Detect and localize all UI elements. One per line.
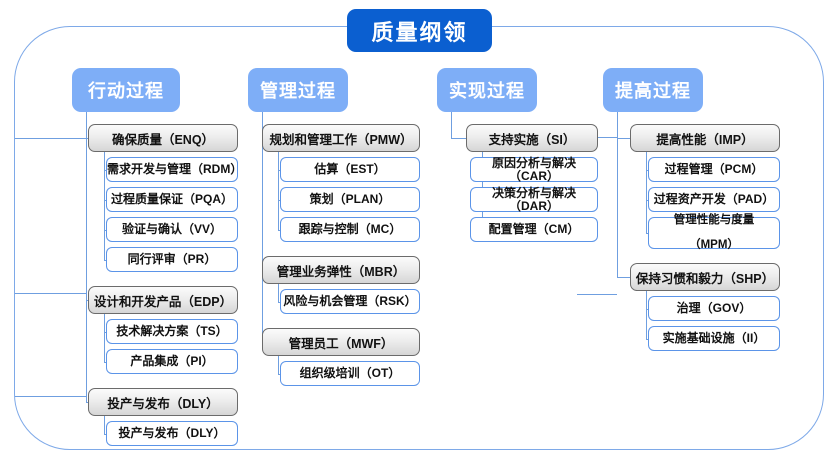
connector-horizontal (278, 373, 280, 375)
group-box-投产与发布DLY[interactable]: 投产与发布（DLY） (88, 388, 238, 416)
root-title: 质量纲领 (347, 9, 492, 52)
connector-horizontal (577, 294, 617, 296)
leaf-box-实施基础设施II[interactable]: 实施基础设施（II） (648, 326, 780, 351)
column-header-1[interactable]: 行动过程 (72, 68, 180, 112)
connector-vertical (104, 314, 106, 362)
leaf-box-产品集成PI[interactable]: 产品集成（PI） (106, 349, 238, 374)
leaf-box-跟踪与控制MC[interactable]: 跟踪与控制（MC） (280, 217, 420, 242)
connector-vertical (646, 291, 648, 339)
leaf-box-原因分析与解决CAR[interactable]: 原因分析与解决（CAR） (470, 156, 598, 182)
leaf-box-技术解决方案TS[interactable]: 技术解决方案（TS） (106, 319, 238, 344)
leaf-box-过程管理PCM[interactable]: 过程管理（PCM） (648, 157, 780, 182)
connector-horizontal (15, 293, 86, 295)
connector-vertical (104, 416, 106, 434)
group-box-确保质量ENQ[interactable]: 确保质量（ENQ） (88, 124, 238, 152)
connector-horizontal (104, 433, 106, 435)
connector-horizontal (104, 259, 106, 261)
leaf-box-同行评审PR[interactable]: 同行评审（PR） (106, 247, 238, 272)
leaf-box-过程资产开发PAD[interactable]: 过程资产开发（PAD） (648, 187, 780, 212)
connector-vertical (617, 112, 619, 277)
group-box-规划和管理工作PMW[interactable]: 规划和管理工作（PMW） (262, 124, 420, 152)
connector-vertical (646, 152, 648, 233)
connector-horizontal (104, 361, 106, 363)
connector-horizontal (278, 229, 280, 231)
group-box-设计和开发产品EDP[interactable]: 设计和开发产品（EDP） (88, 286, 238, 314)
leaf-box-配置管理CM[interactable]: 配置管理（CM） (470, 217, 598, 242)
connector-vertical (104, 152, 106, 260)
leaf-box-过程质量保证PQA[interactable]: 过程质量保证（PQA） (106, 187, 238, 212)
leaf-box-组织级培训OT[interactable]: 组织级培训（OT） (280, 361, 420, 386)
leaf-box-估算EST[interactable]: 估算（EST） (280, 157, 420, 182)
connector-horizontal (15, 138, 86, 140)
connector-vertical (86, 112, 88, 402)
group-box-管理业务弹性MBR[interactable]: 管理业务弹性（MBR） (262, 256, 420, 284)
connector-vertical (278, 152, 280, 230)
leaf-line: 管理性能与度量 (673, 214, 755, 227)
group-box-保持习惯和毅力SHP[interactable]: 保持习惯和毅力（SHP） (630, 263, 780, 291)
leaf-box-决策分析与解决DAR[interactable]: 决策分析与解决（DAR） (470, 186, 598, 212)
leaf-box-需求开发与管理RDM[interactable]: 需求开发与管理（RDM） (106, 157, 242, 182)
leaf-line: （MPM） (689, 239, 739, 252)
connector-vertical (451, 112, 453, 138)
column-header-4[interactable]: 提高过程 (603, 68, 703, 112)
group-box-管理员工MWF[interactable]: 管理员工（MWF） (262, 328, 420, 356)
connector-horizontal (15, 396, 86, 398)
group-box-提高性能IMP[interactable]: 提高性能（IMP） (630, 124, 780, 152)
leaf-box-治理GOV[interactable]: 治理（GOV） (648, 296, 780, 321)
leaf-box-投产与发布DLY[interactable]: 投产与发布（DLY） (106, 421, 238, 446)
connector-horizontal (86, 402, 88, 404)
connector-horizontal (617, 277, 630, 279)
leaf-box-验证与确认VV[interactable]: 验证与确认（VV） (106, 217, 238, 242)
column-header-2[interactable]: 管理过程 (248, 68, 348, 112)
connector-vertical (278, 356, 280, 374)
connector-horizontal (278, 301, 280, 303)
connector-horizontal (617, 138, 630, 140)
group-box-支持实施SI[interactable]: 支持实施（SI） (466, 124, 598, 152)
connector-horizontal (646, 233, 648, 235)
connector-horizontal (646, 338, 648, 340)
connector-vertical (262, 112, 264, 342)
leaf-box-风险与机会管理RSK[interactable]: 风险与机会管理（RSK） (280, 289, 420, 314)
column-header-3[interactable]: 实现过程 (437, 68, 537, 112)
leaf-box-管理性能与度量MPM[interactable]: 管理性能与度量 （MPM） (648, 214, 780, 252)
connector-vertical (278, 284, 280, 302)
leaf-box-策划PLAN[interactable]: 策划（PLAN） (280, 187, 420, 212)
connector-horizontal (451, 138, 466, 140)
